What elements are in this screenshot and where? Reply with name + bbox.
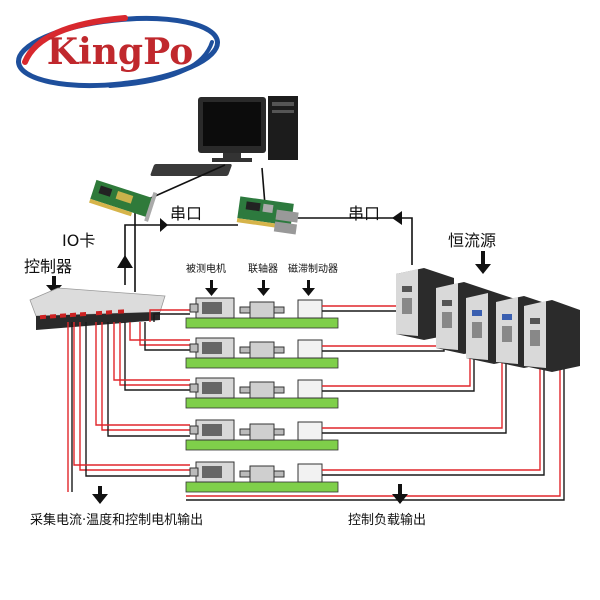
- power-supply-icon: [396, 268, 580, 372]
- arrow-down-icon: [205, 280, 218, 296]
- label-power-supply: 恒流源: [448, 231, 496, 250]
- label-serial-left: 串口: [170, 204, 202, 223]
- motor-icon: [189, 419, 235, 441]
- arrow-down-icon: [392, 484, 408, 504]
- serial-card-icon: [236, 196, 299, 235]
- arrow-down-icon: [257, 280, 270, 296]
- coupling-icon: [239, 465, 285, 483]
- brake-icon: [297, 463, 323, 483]
- computer-icon: [150, 96, 298, 176]
- io-card-icon: [89, 179, 158, 222]
- label-output-right: 控制负载输出: [348, 512, 426, 528]
- motor-icon: [189, 337, 235, 359]
- coupling-icon: [239, 341, 285, 359]
- label-motor-under-test: 被测电机: [186, 262, 226, 275]
- motor-icon: [189, 297, 235, 319]
- coupling-icon: [239, 381, 285, 399]
- connections: [124, 164, 413, 292]
- arrow-left-icon: [392, 211, 402, 225]
- controller-icon: [29, 287, 166, 330]
- logo-text: KingPo: [47, 31, 193, 73]
- motor-stations: [185, 280, 339, 493]
- brake-icon: [297, 421, 323, 441]
- coupling-icon: [239, 301, 285, 319]
- label-controller: 控制器: [24, 257, 72, 276]
- label-serial-right: 串口: [348, 204, 380, 223]
- motor-icon: [189, 461, 235, 483]
- arrow-down-icon: [92, 486, 108, 504]
- brake-icon: [297, 379, 323, 399]
- controller-wires: [67, 309, 190, 492]
- arrow-down-icon: [302, 280, 315, 296]
- motor-station: [185, 377, 339, 409]
- motor-station: [185, 280, 339, 329]
- arrow-right-icon: [160, 218, 168, 232]
- brake-icon: [297, 299, 323, 319]
- motor-station: [185, 419, 339, 451]
- motor-station: [185, 461, 339, 493]
- arrow-up-icon: [117, 255, 133, 268]
- label-brake: 磁滞制动器: [288, 262, 338, 275]
- label-coupling: 联轴器: [248, 262, 278, 275]
- arrow-down-icon: [475, 251, 491, 274]
- coupling-icon: [239, 423, 285, 441]
- base-plate: [185, 317, 339, 329]
- label-output-left: 采集电流·温度和控制电机输出: [30, 512, 203, 528]
- brake-icon: [297, 339, 323, 359]
- label-io-card: IO卡: [62, 231, 95, 250]
- motor-icon: [189, 377, 235, 399]
- motor-station: [185, 337, 339, 369]
- kingpo-logo: KingPo: [15, 15, 221, 88]
